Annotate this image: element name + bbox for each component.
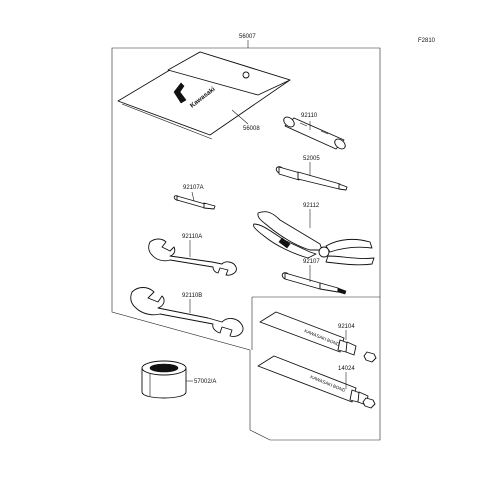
label-92110b: 92110B — [182, 293, 202, 299]
label-92104: 92104 — [338, 324, 355, 330]
label-92110a: 92110A — [182, 234, 202, 240]
pliers — [253, 211, 375, 266]
screwdriver-handle — [275, 166, 348, 191]
wrench-b — [130, 287, 244, 337]
screwdriver-bit — [281, 272, 347, 295]
tool-pouch: Kawasaki — [117, 51, 291, 140]
label-56008: 56008 — [243, 126, 260, 132]
label-92110: 92110 — [301, 113, 318, 119]
label-92107a: 92107A — [183, 185, 204, 191]
bond-tube-1: KAWASAKI BOND — [259, 311, 377, 363]
wrench-a — [148, 238, 237, 276]
label-52005: 52005 — [303, 156, 320, 162]
socket-wrench — [283, 116, 346, 150]
screwdriver-bit-a — [173, 195, 216, 210]
tape-roll — [141, 360, 187, 399]
label-92112: 92112 — [303, 203, 320, 209]
label-56007: 56007 — [239, 34, 256, 40]
assembly-boundary — [111, 47, 381, 441]
bond-tube-2: KAWASAKI BOND — [257, 355, 376, 409]
figure-code: F2810 — [418, 38, 436, 44]
label-57002a: 57002/A — [194, 379, 216, 385]
label-14024: 14024 — [338, 366, 355, 372]
label-92107: 92107 — [303, 259, 320, 265]
